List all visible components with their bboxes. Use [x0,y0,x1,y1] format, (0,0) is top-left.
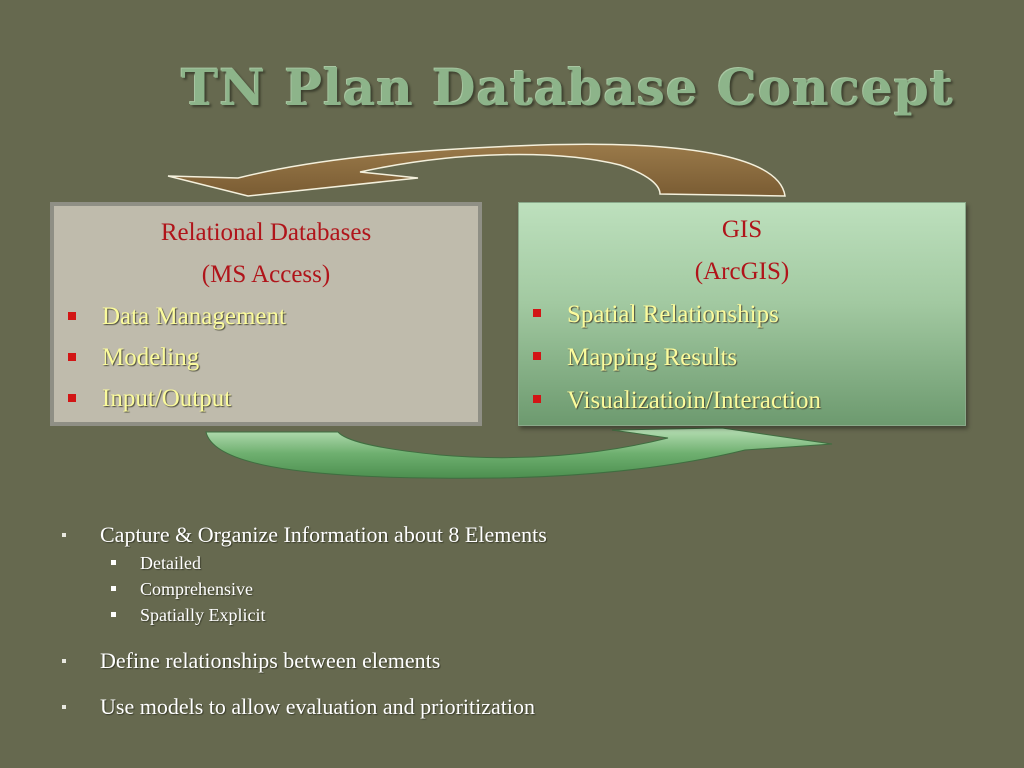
relational-databases-box: Relational Databases (MS Access) Data Ma… [50,202,482,426]
box-subheading: (MS Access) [201,261,331,288]
box-item-list: Data Management Modeling Input/Output [54,296,478,419]
box-subheading: (ArcGIS) [694,258,790,285]
bullet-icon [111,586,116,591]
box-heading: Relational Databases [160,219,372,246]
list-item: Mapping Results [519,336,965,379]
bullet-icon [111,612,116,617]
square-bullet-icon [68,312,76,320]
bullet-icon [62,705,66,709]
box-heading: GIS [721,216,763,243]
bullet-icon [111,560,116,565]
box-item-list: Spatial Relationships Mapping Results Vi… [519,293,965,422]
list-item: Input/Output [54,378,478,419]
square-bullet-icon [533,309,541,317]
bullet-item: Define relationships between elements [60,646,547,676]
list-item: Modeling [54,337,478,378]
green-arrow-bottom [205,427,833,479]
brown-arrow-top [167,143,786,197]
sub-bullet-item: Comprehensive [60,576,547,602]
square-bullet-icon [533,395,541,403]
bullet-list: Capture & Organize Information about 8 E… [60,520,547,722]
sub-bullet-item: Spatially Explicit [60,602,547,628]
list-item: Spatial Relationships [519,293,965,336]
bullet-item: Use models to allow evaluation and prior… [60,692,547,722]
bullet-icon [62,659,66,663]
slide-title: TN Plan Database Concept [181,58,954,117]
square-bullet-icon [533,352,541,360]
square-bullet-icon [68,394,76,402]
list-item: Data Management [54,296,478,337]
gis-box: GIS (ArcGIS) Spatial Relationships Mappi… [518,202,966,426]
square-bullet-icon [68,353,76,361]
list-item: Visualizatioin/Interaction [519,379,965,422]
sub-bullet-item: Detailed [60,550,547,576]
bullet-icon [62,533,66,537]
bullet-item: Capture & Organize Information about 8 E… [60,520,547,550]
